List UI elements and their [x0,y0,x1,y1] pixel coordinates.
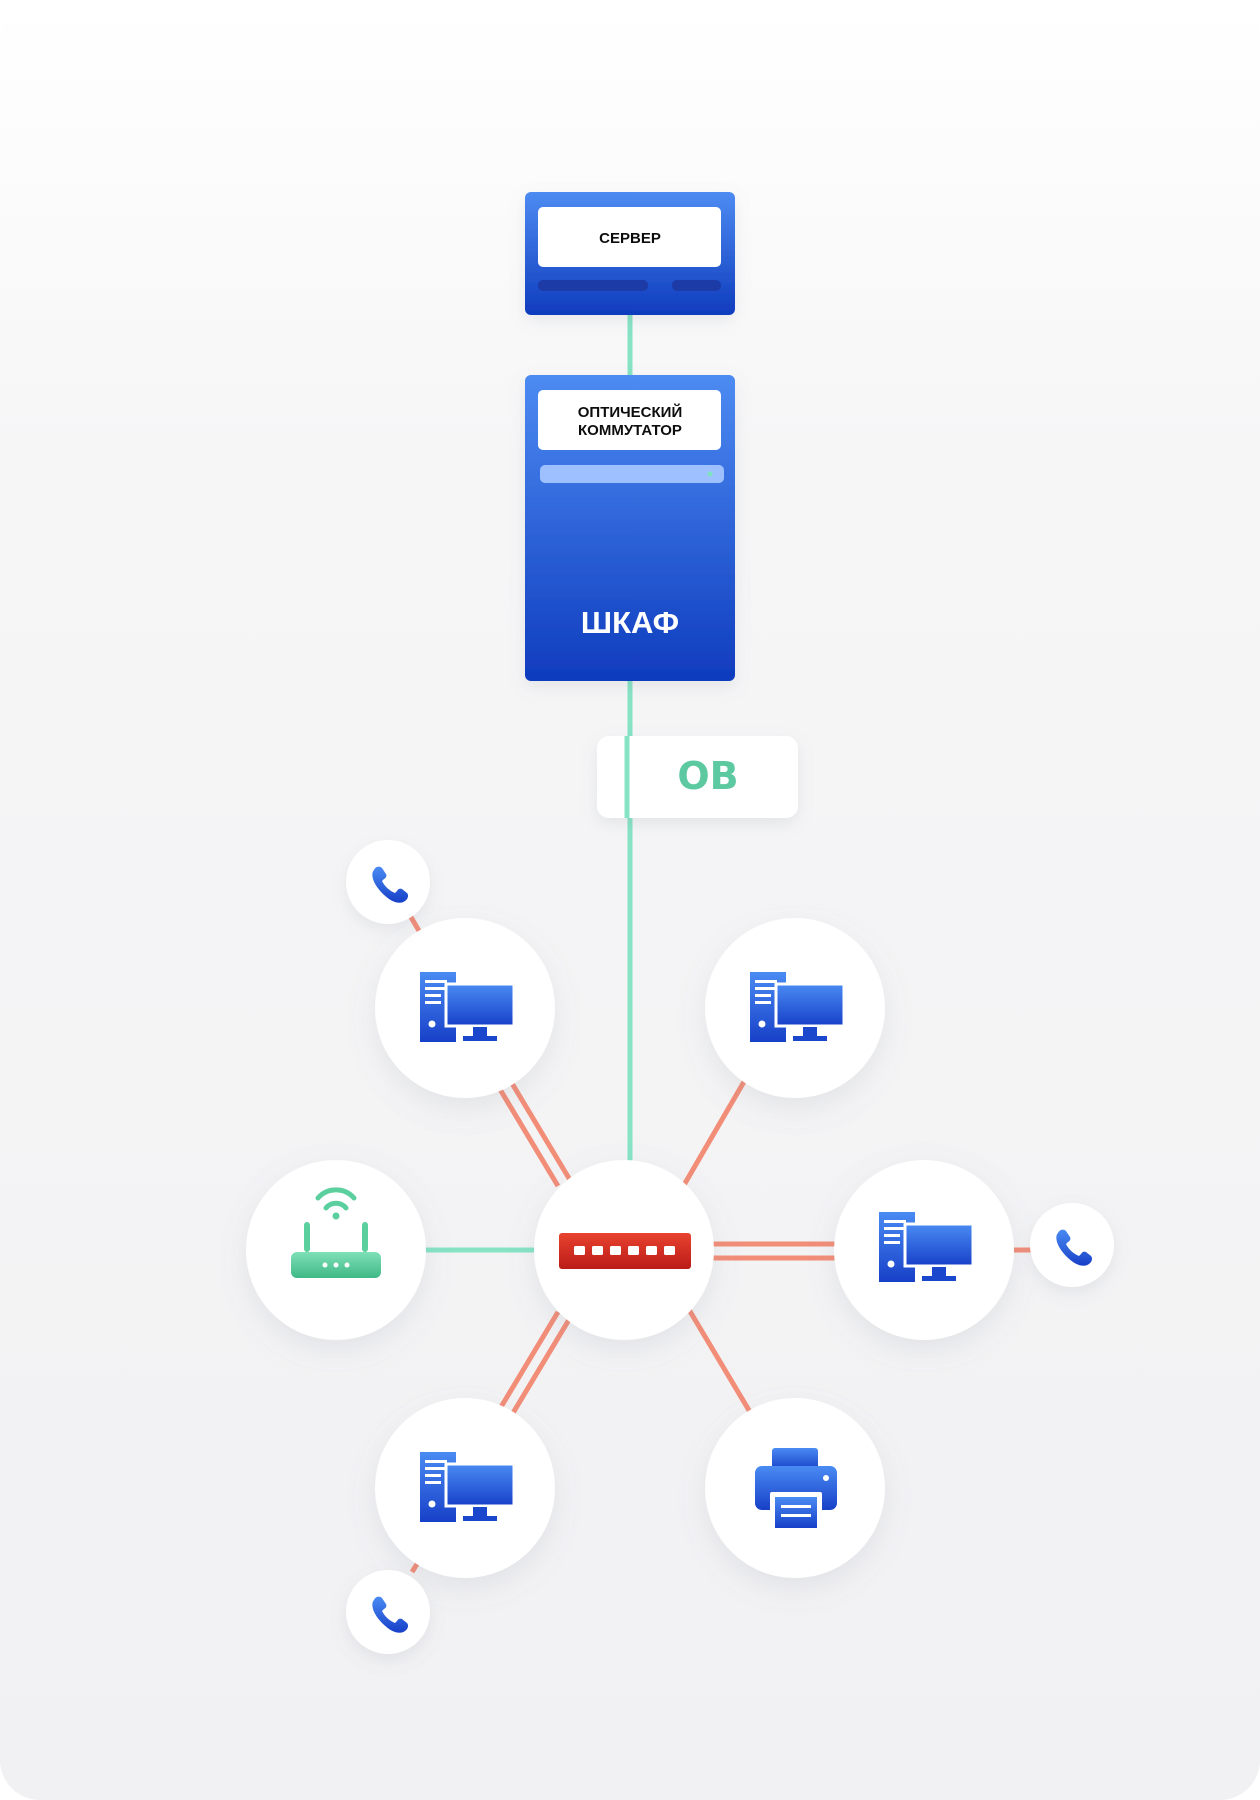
link-pc-top-left-a [495,1084,561,1188]
link-pc-bottom-left-b [507,1316,573,1420]
node-phone-right[interactable] [1030,1203,1114,1287]
link-printer [685,1306,753,1414]
cabinet-unit[interactable]: ОПТИЧЕСКИЙ КОММУТАТОР ШКАФ [525,375,735,681]
link-pc-top-right [681,1078,748,1187]
server-slot-long [538,280,648,291]
node-phone-top-left[interactable] [346,840,430,924]
cabinet-label: ШКАФ [581,605,679,640]
node-phone-bottom-left[interactable] [346,1570,430,1654]
printer-icon [755,1448,837,1530]
server-unit[interactable]: СЕРВЕР [525,192,735,315]
switch-label-line1: ОПТИЧЕСКИЙ [578,403,683,421]
node-router[interactable] [246,1160,426,1340]
wifi-router-icon [291,1187,381,1278]
network-switch-icon [559,1233,691,1269]
server-label-panel [538,207,721,267]
switch-label-panel [538,390,721,450]
fiber-badge: ОВ [597,736,798,818]
optical-switch-unit [540,465,724,483]
switch-port-led [707,471,713,477]
switch-label-line2: КОММУТАТОР [578,422,682,439]
fiber-label: ОВ [677,754,738,798]
server-label: СЕРВЕР [599,230,661,247]
server-slot-short [672,280,721,291]
link-pc-bottom-left-a [495,1310,561,1414]
link-pc-top-left-b [507,1078,573,1182]
